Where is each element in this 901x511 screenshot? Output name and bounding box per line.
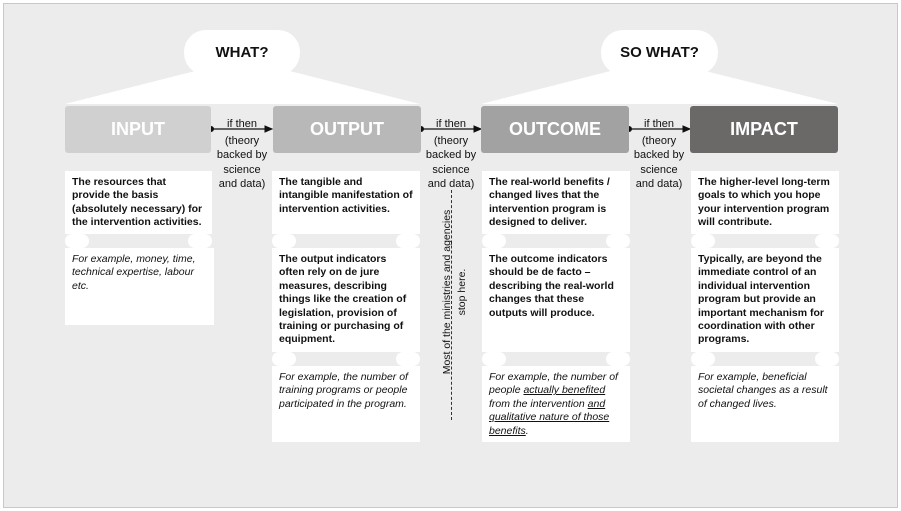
- ministries-note: Most of the ministries and agencies stop…: [440, 187, 472, 397]
- connector-2-line-4: science: [432, 163, 470, 176]
- connector-2-line-1: if then: [436, 118, 466, 130]
- impact-example-card: For example, beneficial societal changes…: [691, 366, 839, 442]
- outcome-example-underline-2: and qualitative nature of those benefits: [489, 397, 610, 437]
- connector-text-2: if then (theory backed by science and da…: [421, 117, 481, 192]
- outcome-definition-card: The real-world benefits / changed lives …: [482, 171, 630, 234]
- connector-2-line-3: backed by: [425, 149, 477, 161]
- connector-text-3: if then (theory backed by science and da…: [629, 117, 689, 192]
- connector-text-1: if then (theory backed by science and da…: [212, 117, 272, 192]
- impact-control-text: Typically, are beyond the immediate cont…: [698, 253, 825, 346]
- input-definition-text: The resources that provide the basis (ab…: [72, 176, 203, 229]
- output-example-text: For example, the number of training prog…: [279, 371, 408, 410]
- what-bubble: WHAT?: [184, 30, 300, 75]
- stage-outcome-label: OUTCOME: [509, 119, 601, 139]
- outcome-example-part-3: .: [525, 424, 529, 437]
- connector-1-line-2: (theory: [224, 134, 260, 147]
- stage-input-header: INPUT: [65, 106, 211, 153]
- stop-here-dashed-line: [451, 190, 452, 420]
- arrow-outcome-impact: [626, 125, 692, 133]
- stage-output-label: OUTPUT: [310, 119, 384, 139]
- connector-1-line-1: if then: [227, 118, 257, 130]
- connector-2-line-2: (theory: [433, 134, 469, 147]
- impact-definition-text: The higher-level long-term goals to whic…: [698, 176, 830, 229]
- output-indicators-card: The output indicators often rely on de j…: [272, 248, 420, 352]
- output-definition-card: The tangible and intangible manifestatio…: [272, 171, 420, 234]
- outcome-indicators-text: The outcome indicators should be de fact…: [489, 253, 614, 319]
- puzzle-tabs: [65, 234, 839, 366]
- connector-3-line-4: science: [640, 163, 678, 176]
- connector-3-line-1: if then: [644, 118, 674, 130]
- so-what-label: SO WHAT?: [620, 44, 699, 61]
- output-example-card: For example, the number of training prog…: [272, 366, 420, 442]
- outcome-example-underline-1: actually benefited: [523, 384, 606, 397]
- connector-3-line-5: and data): [635, 178, 683, 190]
- connector-3-line-3: backed by: [633, 149, 685, 161]
- stage-outcome-header: OUTCOME: [481, 106, 629, 153]
- outcome-example-card: For example, the number of people actual…: [482, 366, 630, 442]
- connector-2-line-5: and data): [427, 178, 475, 190]
- output-indicators-text: The output indicators often rely on de j…: [279, 253, 407, 346]
- outcome-indicators-card: The outcome indicators should be de fact…: [482, 248, 630, 352]
- connector-1-line-5: and data): [218, 178, 266, 190]
- impact-control-card: Typically, are beyond the immediate cont…: [691, 248, 839, 352]
- connector-1-line-4: science: [223, 163, 261, 176]
- so-what-roof: [481, 66, 838, 104]
- outcome-example-part-1: For example, the number of people: [489, 371, 618, 397]
- ministries-note-line-2: stop here.: [456, 268, 468, 316]
- what-roof: [65, 66, 420, 104]
- impact-definition-card: The higher-level long-term goals to whic…: [691, 171, 839, 234]
- input-definition-card: The resources that provide the basis (ab…: [65, 171, 212, 234]
- stage-input-label: INPUT: [111, 119, 165, 139]
- input-example-text: For example, money, time, technical expe…: [72, 253, 196, 292]
- outcome-definition-text: The real-world benefits / changed lives …: [489, 176, 610, 229]
- input-example-card: For example, money, time, technical expe…: [65, 248, 214, 325]
- connector-3-line-2: (theory: [641, 134, 677, 147]
- output-definition-text: The tangible and intangible manifestatio…: [279, 176, 413, 215]
- impact-example-text: For example, beneficial societal changes…: [698, 371, 828, 410]
- stage-output-header: OUTPUT: [273, 106, 421, 153]
- ministries-note-line-1: Most of the ministries and agencies: [441, 209, 453, 375]
- what-label: WHAT?: [215, 44, 269, 61]
- stage-impact-header: IMPACT: [690, 106, 838, 153]
- outcome-example-part-2: from the intervention: [489, 397, 588, 410]
- so-what-bubble: SO WHAT?: [601, 30, 718, 75]
- stage-impact-label: IMPACT: [730, 119, 798, 139]
- connector-1-line-3: backed by: [216, 149, 268, 161]
